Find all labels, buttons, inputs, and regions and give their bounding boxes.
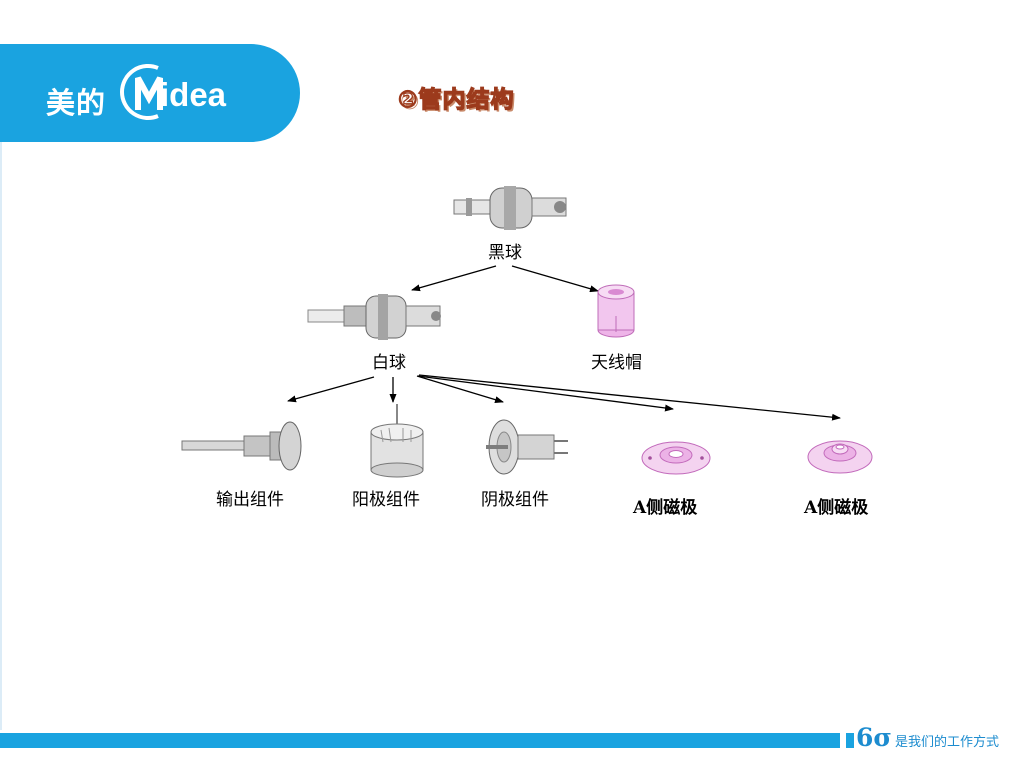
label-anode-assembly: 阳极组件 — [352, 490, 420, 510]
arrow-white-to-cathode — [416, 375, 504, 404]
footer-bar — [0, 733, 840, 748]
antenna-cap-icon — [597, 284, 635, 338]
arrow-white-to-magnet-2 — [418, 374, 841, 421]
arrow-white-to-output — [287, 376, 375, 403]
label-cathode-assembly: 阴极组件 — [481, 490, 549, 510]
label-black-ball: 黑球 — [488, 243, 522, 263]
black-ball-icon — [453, 186, 567, 230]
midea-logo-icon — [120, 64, 163, 120]
logo-english: idea — [160, 76, 227, 113]
footer-slogan: 是我们的工作方式 — [895, 735, 1000, 750]
label-a-side-magnet-1: A侧磁极 — [633, 498, 698, 518]
label-white-ball: 白球 — [372, 353, 406, 373]
label-antenna-cap: 天线帽 — [591, 353, 642, 373]
logo-chinese: 美的 — [46, 86, 107, 120]
left-rule — [0, 142, 2, 730]
white-ball-icon — [307, 294, 441, 340]
arrow-white-to-magnet-1 — [417, 375, 674, 412]
a-side-magnet-icon-1 — [641, 441, 711, 475]
label-a-side-magnet-2: A侧磁极 — [804, 498, 869, 518]
footer-bar-end — [846, 733, 854, 748]
label-output-assembly: 输出组件 — [216, 490, 284, 510]
cathode-assembly-icon — [486, 419, 568, 475]
arrow-root-to-cap — [511, 265, 599, 293]
arrow-root-to-white — [411, 265, 497, 292]
slide-title: ②管内结构 — [397, 86, 515, 113]
six-sigma-mark: 6σ — [856, 723, 892, 752]
a-side-magnet-icon-2 — [807, 440, 873, 474]
anode-assembly-icon — [370, 404, 424, 478]
output-assembly-icon — [181, 421, 302, 471]
